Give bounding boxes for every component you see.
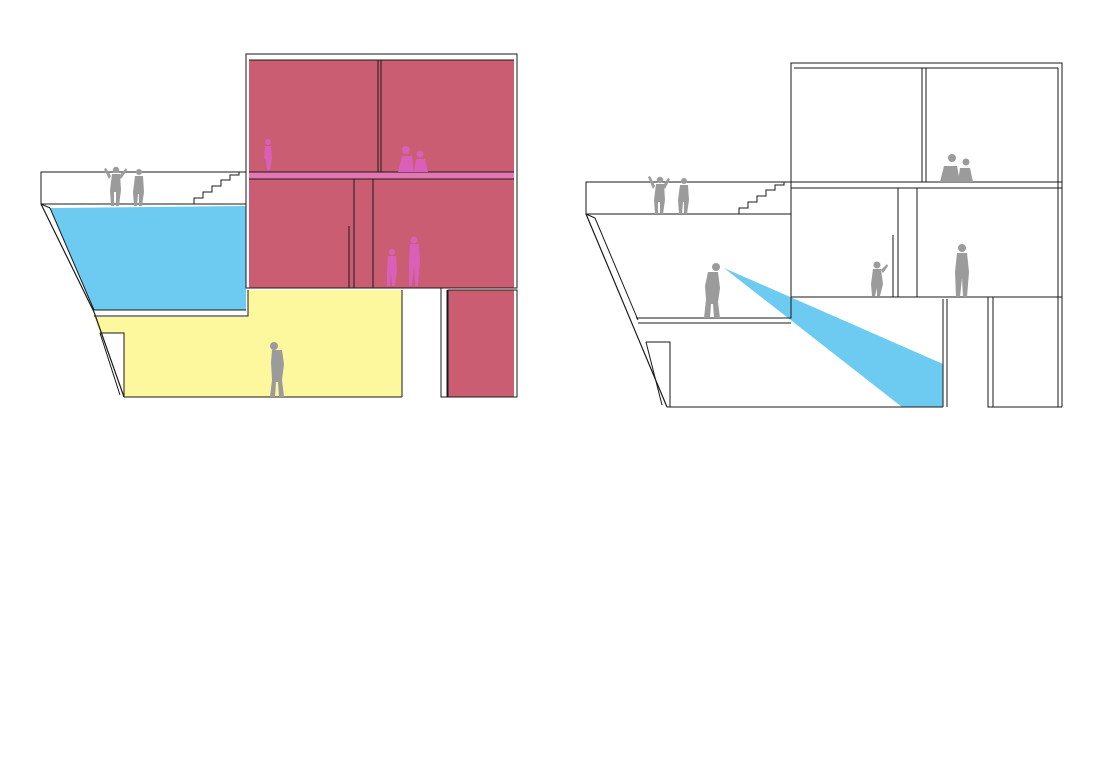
lower-slope bbox=[93, 311, 125, 398]
interior-figure-upper-left bbox=[264, 139, 272, 170]
interior-figures-seated-right bbox=[940, 154, 973, 182]
pool-base bbox=[94, 290, 249, 317]
child-figure-right bbox=[871, 261, 888, 296]
slope-right-inner bbox=[594, 217, 639, 321]
floor-slab-highlight bbox=[249, 172, 514, 179]
pier-outline bbox=[447, 289, 518, 398]
slope-right bbox=[585, 213, 668, 408]
lower-slope-inner bbox=[99, 332, 121, 396]
pool-slope bbox=[40, 203, 95, 313]
person-observing-figure bbox=[704, 263, 720, 318]
ground-zone-fill bbox=[94, 290, 402, 397]
column-right bbox=[987, 297, 994, 408]
column bbox=[440, 288, 448, 398]
terrace-stairs bbox=[193, 172, 240, 204]
person-standing-figure-right bbox=[678, 178, 689, 214]
lower-pier-fill bbox=[448, 290, 514, 397]
terrace-stairs-right bbox=[738, 182, 785, 214]
adult-figure-right bbox=[955, 244, 969, 297]
pool-zone-fill bbox=[50, 206, 246, 310]
lower-ramp bbox=[100, 332, 125, 397]
lower-slope-inner-right bbox=[645, 341, 663, 406]
block-outline bbox=[245, 53, 518, 289]
interior-figures-seated bbox=[398, 146, 428, 172]
person-standing-figure bbox=[133, 169, 144, 206]
mezzanine-floor bbox=[636, 297, 792, 319]
right-section bbox=[585, 62, 1063, 408]
interior-figures-lower bbox=[387, 236, 420, 286]
terrace-parapet bbox=[40, 171, 246, 209]
terrace-parapet-right bbox=[585, 181, 791, 219]
left-section bbox=[40, 53, 518, 398]
person-looking-down-figure bbox=[270, 342, 284, 397]
lower-ramp-right bbox=[646, 341, 671, 407]
person-pointing-figure bbox=[104, 166, 127, 206]
pool-floor bbox=[49, 207, 246, 311]
person-pointing-figure-right bbox=[648, 176, 670, 214]
sight-line-cone bbox=[724, 268, 943, 407]
